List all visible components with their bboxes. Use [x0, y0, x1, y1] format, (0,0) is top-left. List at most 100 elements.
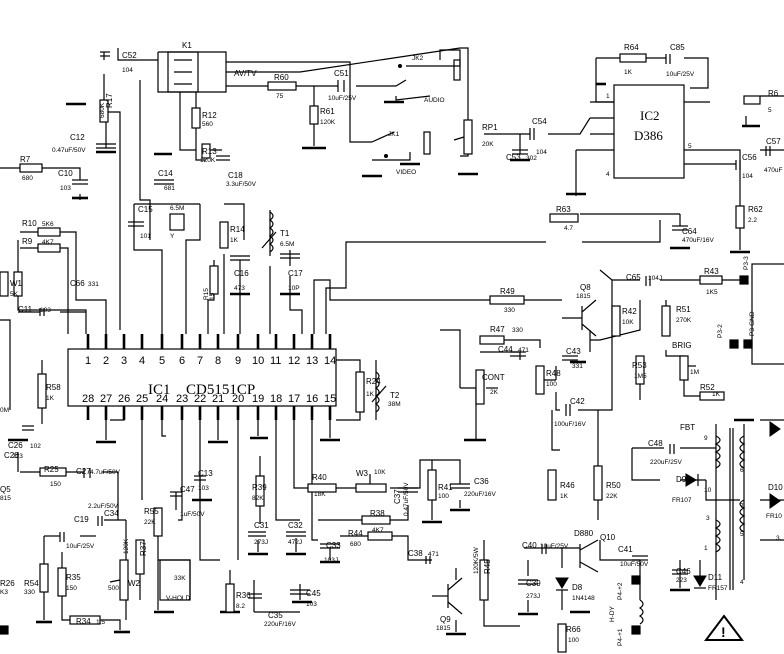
ic1-pin-number: 22 — [194, 393, 206, 405]
component-label-0m: 0M — [0, 407, 9, 414]
component-label-r34v: 1.5 — [96, 619, 105, 626]
component-label-c64: C64 — [682, 227, 697, 236]
ic1-pin-number: 15 — [324, 393, 336, 405]
component-label-c38: C38 — [408, 549, 423, 558]
component-label-c42: C42 — [570, 397, 585, 406]
component-label-r53: R53 — [632, 361, 647, 370]
component-label-c57: C57 — [766, 137, 781, 146]
component-label-r49: R49 — [500, 287, 515, 296]
component-label-r43: R43 — [704, 267, 719, 276]
component-label-r40: R40 — [312, 473, 327, 482]
component-label-r41v: 100 — [438, 493, 449, 500]
component-label-q8: Q8 — [580, 283, 591, 292]
diodes — [555, 421, 781, 591]
component-label-c15v: 101 — [140, 233, 151, 240]
component-label-n6: 6 — [740, 467, 744, 474]
component-label-c14v: 681 — [164, 185, 175, 192]
component-label-d8: D8 — [572, 583, 583, 592]
component-label-brigv: 1M — [690, 369, 699, 376]
component-label-r6x: R6 — [768, 89, 779, 98]
component-label-c34v: 2.2uF/50V — [88, 503, 119, 510]
component-label-c38v: 471 — [428, 551, 439, 558]
component-label-33k: 33K — [174, 575, 186, 582]
ic2-ref: IC2 — [640, 108, 660, 123]
component-label-rp1v: 20K — [482, 141, 494, 148]
component-label-c45v: 103 — [306, 601, 317, 608]
component-labels: K1AV/TVC52104R6075C5110uF/25VJK2AUDIOR61… — [0, 41, 783, 646]
component-label-c41v: 10uF/50V — [620, 561, 649, 568]
component-label-c54v: 104 — [536, 149, 547, 156]
component-label-c47v: 1uF/50V — [180, 511, 205, 518]
component-label-c17v: 10P — [288, 285, 300, 292]
component-label-r58v: 1K — [46, 395, 55, 402]
component-label-contv: 2K — [490, 389, 499, 396]
component-label-r13: R13 — [202, 147, 217, 156]
component-label-c27v: 4.7uF/50V — [90, 469, 121, 476]
component-label-r9: R9 — [22, 237, 33, 246]
component-label-w1v: 5K — [10, 291, 19, 298]
component-label-r12v: 560 — [202, 121, 213, 128]
component-label-c57v: 470uF — [764, 167, 782, 174]
component-label-c48: C48 — [648, 439, 663, 448]
component-label-p3gnd: P3-GND — [749, 311, 756, 336]
component-label-c44: C44 — [498, 345, 513, 354]
ic2-pin1: 1 — [606, 93, 610, 100]
warning-mark: ! — [721, 624, 726, 640]
component-label-c56: C56 — [742, 153, 757, 162]
ic1-pin-number: 23 — [176, 393, 188, 405]
ic1-pin-number: 11 — [270, 355, 281, 367]
component-label-c51: C51 — [334, 69, 349, 78]
component-label-c26v: 102 — [30, 443, 41, 450]
ic1-pin-number: 14 — [324, 355, 336, 367]
component-label-c52: C52 — [122, 51, 137, 60]
ic1-pin-number: 20 — [232, 393, 244, 405]
component-label-r12: R12 — [202, 111, 217, 120]
component-label-n1: 1 — [704, 545, 708, 552]
component-label-r60v: 75 — [276, 93, 284, 100]
component-label-r37v: 120K — [123, 538, 130, 554]
component-label-y: Y — [170, 233, 175, 240]
component-label-r50: R50 — [606, 481, 621, 490]
component-label-n3: 3 — [706, 515, 710, 522]
component-label-c12: C12 — [70, 133, 85, 142]
potentiometers — [13, 119, 696, 601]
ic1-pin-number: 7 — [197, 355, 203, 367]
component-label-video: VIDEO — [396, 169, 416, 176]
component-label-r64v: 1K — [624, 69, 633, 76]
component-label-brig: BRIG — [672, 341, 692, 350]
component-label-t1v: 6.5M — [280, 241, 294, 248]
component-label-c43v: 331 — [572, 363, 583, 370]
component-label-q9v: 1815 — [436, 625, 451, 632]
component-label-r55v: 22K — [144, 519, 156, 526]
component-label-r63v: 4.7 — [564, 225, 573, 232]
component-label-d10: D10 — [768, 483, 783, 492]
component-label-r48v: 100 — [546, 381, 557, 388]
transistors — [432, 299, 599, 615]
component-label-r24: R24 — [366, 377, 381, 386]
component-label-c56v: 104 — [742, 173, 753, 180]
wires — [0, 47, 784, 632]
component-label-r38v: 4K7 — [372, 527, 384, 534]
component-label-c40: C40 — [522, 541, 537, 550]
component-label-d11v: FR157 — [708, 585, 728, 592]
component-label-r58: R58 — [46, 383, 61, 392]
ic1-pin-number: 3 — [121, 355, 127, 367]
component-label-c65: C65 — [626, 273, 641, 282]
component-label-d11: D11 — [708, 573, 723, 582]
component-label-c31v: 273J — [254, 539, 268, 546]
component-label-r10v: 5K6 — [42, 221, 54, 228]
component-label-c19: C19 — [74, 515, 89, 524]
component-label-r26: R26 — [0, 579, 15, 588]
component-label-r62v: 2.2 — [748, 217, 757, 224]
component-label-c36v: 220uF/16V — [464, 491, 496, 498]
ic1-pin-number: 16 — [306, 393, 318, 405]
ic1-pin-number: 2 — [103, 355, 109, 367]
component-label-c35: C35 — [268, 611, 283, 620]
component-label-r35v: 150 — [66, 585, 77, 592]
ic1-pin-number: 5 — [159, 355, 165, 367]
component-label-r50v: 22K — [606, 493, 618, 500]
component-label-c31: C31 — [254, 521, 269, 530]
component-label-r66v: 100 — [568, 637, 579, 644]
component-label-r55: R55 — [144, 507, 159, 516]
component-label-c16v: 473 — [234, 285, 245, 292]
